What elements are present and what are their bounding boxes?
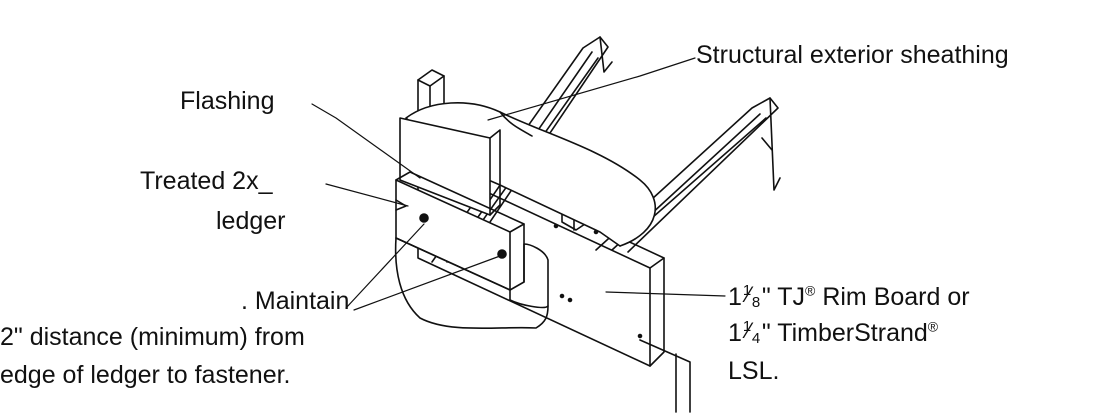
rim-2-denominator: 4 xyxy=(751,330,761,347)
rim-1-end: Rim Board or xyxy=(815,283,970,311)
rim-1-registered: ® xyxy=(805,282,816,299)
label-maintain-line2: 2" distance (minimum) from xyxy=(0,323,305,351)
leader-ledger xyxy=(325,183,409,207)
label-flashing: Flashing xyxy=(180,87,275,115)
fasteners xyxy=(419,213,643,339)
rim-2-whole: 1 xyxy=(728,319,742,347)
rim-1-denominator: 8 xyxy=(751,294,761,311)
leader-maintain-a xyxy=(345,223,425,309)
label-maintain-line3: edge of ledger to fastener. xyxy=(0,361,291,389)
rim-1-rest: " TJ xyxy=(761,283,806,311)
rim-2-numerator: 1 xyxy=(742,318,752,335)
rim-1-whole: 1 xyxy=(728,283,742,311)
label-treated-ledger-line2: ledger xyxy=(216,207,286,235)
leader-flashing xyxy=(311,103,421,179)
leader-lines xyxy=(311,57,726,311)
label-maintain-line1: . Maintain xyxy=(241,287,350,315)
leader-maintain-b xyxy=(353,255,501,311)
rim-2-registered: ® xyxy=(927,318,939,335)
lower-sheathing xyxy=(394,237,549,330)
label-structural-exterior-sheathing: Structural exterior sheathing xyxy=(696,41,1009,69)
rim-1-numerator: 1 xyxy=(742,282,752,299)
leader-rim-board xyxy=(605,291,726,297)
label-treated-ledger-line1: Treated 2x_ xyxy=(140,167,273,195)
rim-2-rest: " TimberStrand xyxy=(761,319,928,347)
leader-sheathing xyxy=(487,57,696,121)
rim-1-fraction: 1⁄8 xyxy=(742,282,762,311)
label-rim-board-line3: LSL. xyxy=(728,357,780,385)
rim-2-fraction: 1⁄4 xyxy=(742,318,762,347)
